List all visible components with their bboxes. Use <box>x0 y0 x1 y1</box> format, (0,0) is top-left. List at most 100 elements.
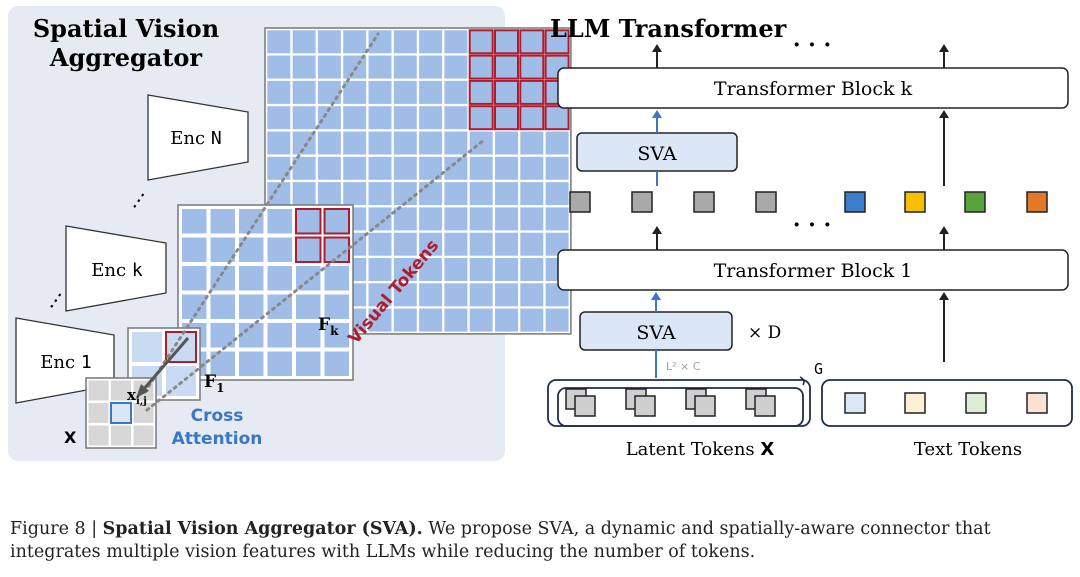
feature-map-n-cell <box>495 258 518 281</box>
feature-map-n-cell <box>469 156 493 180</box>
top-arrows <box>652 44 949 68</box>
feature-map-k-cell <box>296 294 321 319</box>
feature-map-n-cell <box>495 207 518 231</box>
svg-text:Latent Tokens X: Latent Tokens X <box>626 439 775 460</box>
cross-attention-label-line1: Cross <box>191 406 244 426</box>
feature-map-n-cell <box>343 106 367 130</box>
feature-map-n-cell <box>494 29 519 55</box>
cross-attention-label-line2: Attention <box>172 429 263 449</box>
encoder-k-index: k <box>132 260 143 281</box>
feature-map-n-cell <box>468 105 494 131</box>
feature-map-k-cell <box>267 237 292 262</box>
feature-map-n-cell <box>419 156 443 180</box>
feature-map-n-cell <box>368 182 392 206</box>
latent-query-cell <box>111 380 131 401</box>
text-token <box>965 392 987 414</box>
feature-map-k-cell <box>182 266 207 291</box>
xij-subscript: i,j <box>136 396 147 407</box>
feature-map-n-cell <box>495 131 518 155</box>
feature-map-k-cell <box>324 294 349 319</box>
feature-map-n-cell <box>495 182 518 206</box>
feature-map-n-cell <box>519 79 545 105</box>
feature-map-n-cell <box>495 156 518 180</box>
latent-query-center-cell <box>110 402 132 424</box>
feature-map-n-cell <box>520 258 544 281</box>
sva-title-line1: Spatial Vision <box>33 14 219 43</box>
transformer-block-k-label: Transformer Block k <box>714 78 913 100</box>
latent-query-cell <box>133 425 154 446</box>
feature-map-n-cell <box>267 182 291 206</box>
hidden-text-token <box>844 191 866 213</box>
feature-map-k-cell <box>210 294 235 319</box>
hidden-token-row <box>569 191 1048 213</box>
feature-map-k-cell <box>324 266 349 291</box>
feature-map-n-cell <box>468 54 494 80</box>
latent-query-cell <box>111 425 131 446</box>
feature-map-n-cell <box>317 55 341 79</box>
feature-1-label: F <box>204 372 216 392</box>
feature-map-n-cell <box>519 54 545 80</box>
feature-map-n-cell <box>368 55 392 79</box>
feature-map-n-cell <box>520 283 544 307</box>
feature-map-k-cell <box>267 351 292 376</box>
feature-map-n-cell <box>393 30 417 54</box>
feature-map-n-cell <box>343 182 367 206</box>
feature-map-n-cell <box>393 55 417 79</box>
feature-map-n-cell <box>469 232 493 256</box>
encoder-n-label: Enc <box>170 128 205 149</box>
feature-map-n-cell <box>267 156 291 180</box>
feature-k-subscript: k <box>330 324 339 338</box>
feature-map-n-cell <box>468 79 494 105</box>
projection-line-lower <box>145 138 486 412</box>
feature-map-n-cell <box>444 182 468 206</box>
feature-map-n-cell <box>444 80 468 104</box>
feature-map-k-cell <box>323 208 350 235</box>
feature-map-n-cell <box>444 106 468 130</box>
feature-map-n-cell <box>495 283 518 307</box>
feature-map-k-cell <box>296 323 321 348</box>
feature-map-k-cell <box>210 237 235 262</box>
feature-map-n-cell <box>317 156 341 180</box>
feature-map-n-cell <box>419 232 443 256</box>
feature-map-n-cell <box>419 106 443 130</box>
sva-box-bottom-label: SVA <box>636 322 675 344</box>
feature-map-n-cell <box>419 308 443 332</box>
feature-map-n-cell <box>267 55 291 79</box>
feature-map-n-cell <box>317 131 341 155</box>
sva-box-top-label: SVA <box>637 143 676 165</box>
feature-map-n-cell <box>292 30 316 54</box>
times-d-label: × D <box>748 323 781 343</box>
feature-map-n-cell <box>317 106 341 130</box>
feature-map-n-cell <box>368 131 392 155</box>
feature-map-k-cell <box>239 294 264 319</box>
text-token <box>904 392 926 414</box>
latent-token-front <box>574 395 596 417</box>
feature-map-n-cell <box>393 106 417 130</box>
feature-map-n-cell <box>419 80 443 104</box>
feature-map-n-cell <box>393 283 417 307</box>
feature-map-n-cell <box>292 80 316 104</box>
feature-map-n-cell <box>520 156 544 180</box>
svg-text:Enc N: Enc N <box>170 128 221 149</box>
feature-map-n-cell <box>444 258 468 281</box>
transformer-block-1 <box>557 249 1069 291</box>
feature-map-n-cell <box>393 207 417 231</box>
feature-map-n-cell <box>444 207 468 231</box>
feature-map-n-cell <box>368 283 392 307</box>
feature-map-n-cell <box>444 30 468 54</box>
feature-map-n-cell <box>267 131 291 155</box>
encoder-1-label: Enc <box>40 352 75 373</box>
feature-map-k-cell <box>324 351 349 376</box>
latent-tokens-label-x: X <box>760 439 774 460</box>
feature-map-n-cell <box>444 283 468 307</box>
hidden-latent-token <box>693 191 715 213</box>
feature-map-n-cell <box>495 308 518 332</box>
caption-bold: Spatial Vision Aggregator (SVA). <box>102 519 423 539</box>
feature-map-n-cell <box>393 258 417 281</box>
feature-map-n-cell <box>343 131 367 155</box>
feature-map-n-cell <box>469 207 493 231</box>
feature-map-n-cell <box>368 106 392 130</box>
feature-map-n-cell <box>494 105 519 131</box>
llm-title: LLM Transformer <box>550 14 787 43</box>
text-tokens-label: Text Tokens <box>914 439 1022 460</box>
